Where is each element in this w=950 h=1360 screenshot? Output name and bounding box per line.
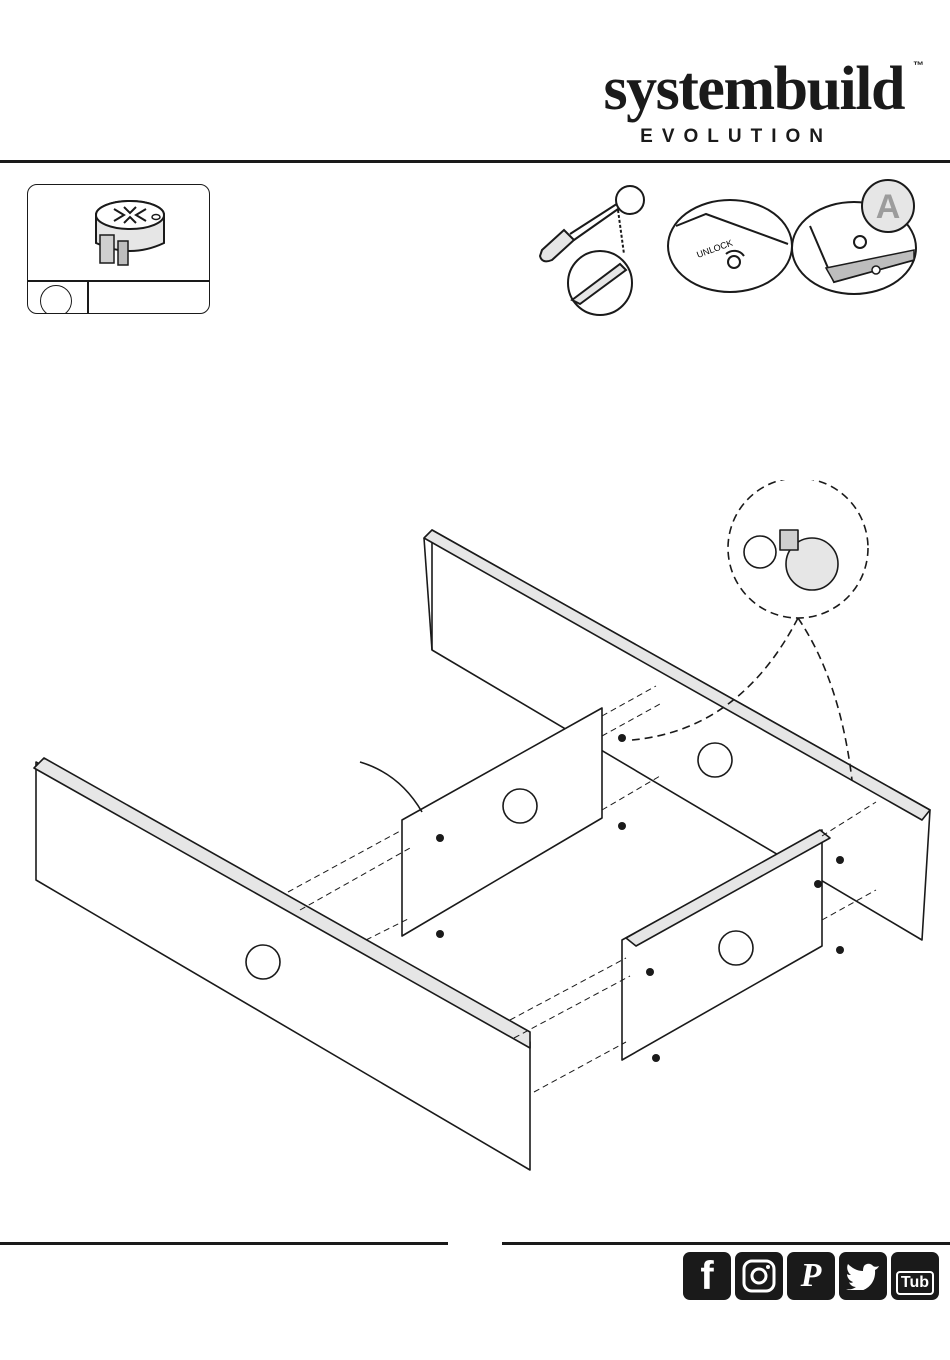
part-box-column-divider [87, 280, 89, 313]
instagram-glyph [741, 1258, 777, 1294]
header-rule [0, 160, 950, 163]
unlock-detail-icon: UNLOCK [666, 198, 796, 298]
edge-detail-icon: A [790, 176, 920, 298]
detail-letter: A [876, 188, 901, 226]
part-id-circle [40, 285, 72, 314]
footer-rule-right [502, 1242, 950, 1245]
pinterest-glyph: P [801, 1257, 822, 1295]
youtube-glyph: Tub [896, 1271, 934, 1295]
part-box-divider [28, 280, 209, 282]
screwdriver-icon [530, 178, 650, 318]
pinterest-icon[interactable]: P [787, 1252, 835, 1300]
facebook-glyph: f [700, 1254, 713, 1299]
brand-subtitle: EVOLUTION [640, 126, 832, 148]
twitter-glyph [846, 1262, 880, 1290]
brand-name: systembuild [604, 58, 904, 120]
instagram-icon[interactable] [735, 1252, 783, 1300]
youtube-icon[interactable]: Tub [891, 1252, 939, 1300]
twitter-icon[interactable] [839, 1252, 887, 1300]
hardware-part-box [27, 184, 210, 314]
brand-trademark: ™ [913, 60, 924, 72]
facebook-icon[interactable]: f [683, 1252, 731, 1300]
footer-rule-left [0, 1242, 448, 1245]
cam-lock-icon [28, 185, 210, 280]
brand-logo: systembuild ™ EVOLUTION [564, 58, 924, 150]
assembly-diagram [0, 480, 950, 1200]
